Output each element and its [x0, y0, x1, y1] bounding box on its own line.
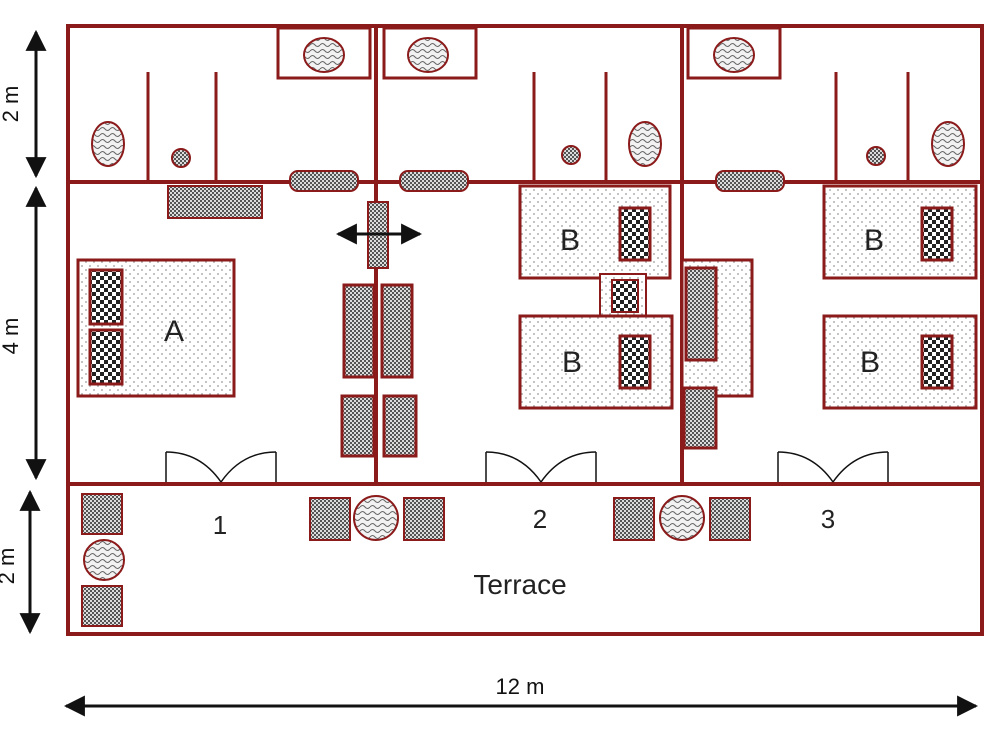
pillow [920, 206, 954, 262]
bed-label-b3: B [864, 224, 884, 257]
toilets [91, 121, 965, 167]
wardrobe [684, 266, 718, 362]
walls [66, 24, 984, 636]
pillow [920, 334, 954, 390]
shower-drains [171, 145, 886, 168]
bed-b [518, 184, 672, 280]
bed-label-b2: B [562, 346, 582, 379]
wardrobe [682, 386, 718, 450]
dimension-bottom: 2 m [0, 548, 19, 585]
dimension-middle: 4 m [0, 318, 23, 355]
room-number-1: 1 [213, 510, 227, 540]
entrance-doors [165, 451, 889, 483]
bathroom-doors [289, 170, 785, 192]
room-1-furniture: A [76, 185, 263, 398]
bed-label-b1: B [560, 224, 580, 257]
terrace-label: Terrace [473, 569, 566, 600]
bed-label-a: A [164, 315, 184, 348]
room-3-furniture: B B [680, 184, 978, 450]
room-number-2: 2 [533, 504, 547, 534]
pillow [618, 334, 652, 390]
room-number-3: 3 [821, 504, 835, 534]
bench [167, 185, 263, 219]
bed-label-b4: B [860, 346, 880, 379]
dimension-top: 2 m [0, 86, 23, 123]
pillow [88, 268, 124, 326]
pillow [618, 206, 652, 262]
room-2-furniture: B B [518, 184, 674, 410]
pillow [611, 279, 639, 313]
terrace-furniture [81, 493, 751, 627]
dimension-arrows [19, 29, 979, 717]
pillow [88, 328, 124, 386]
wardrobes-center [340, 283, 418, 458]
sinks [303, 37, 755, 73]
sliding-partition [335, 201, 423, 269]
dimension-width: 12 m [496, 674, 545, 699]
